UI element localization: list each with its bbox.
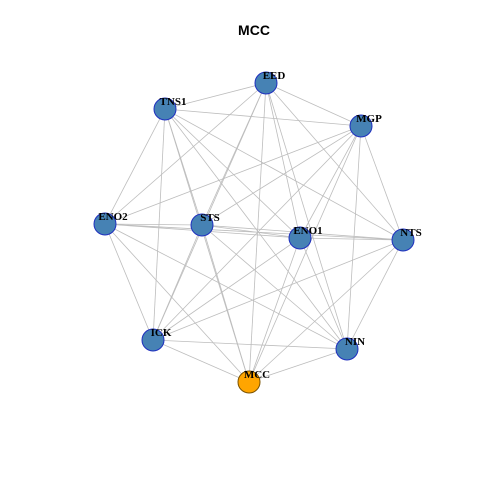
node-label-eno2: ENO2 (98, 211, 128, 223)
node-label-mcc: MCC (244, 369, 270, 381)
edge-mgp-eno2 (104, 125, 362, 225)
edge-mgp-ick (152, 125, 362, 341)
node-mgp[interactable] (349, 114, 373, 138)
nodes-layer (93, 71, 415, 394)
edge-sts-nin (201, 224, 348, 350)
node-ick[interactable] (141, 328, 165, 352)
edge-eno2-sts (104, 223, 203, 226)
edge-eno2-mcc (104, 223, 250, 383)
edge-eno2-nin (104, 223, 348, 350)
edge-mgp-mcc (248, 125, 362, 383)
edge-eno2-ick (104, 223, 154, 341)
edge-eno1-nts (299, 237, 404, 241)
edge-eno1-mcc (248, 237, 301, 383)
edge-nts-mcc (248, 239, 404, 383)
node-mcc[interactable] (237, 370, 261, 394)
node-nin[interactable] (335, 337, 359, 361)
edge-sts-eno1 (201, 224, 301, 239)
edge-nts-nin (346, 239, 404, 350)
edge-eed-nin (265, 82, 348, 350)
node-label-eed: EED (263, 70, 286, 82)
node-label-tns1: TNS1 (160, 96, 187, 108)
edge-mgp-nts (360, 125, 404, 241)
edge-tns1-mgp (164, 108, 362, 127)
edge-ick-nin (152, 339, 348, 350)
edge-sts-ick (152, 224, 203, 341)
edge-eno1-nin (299, 237, 348, 350)
edge-eed-nts (265, 82, 404, 241)
node-eno1[interactable] (288, 226, 312, 250)
edge-tns1-nts (164, 108, 404, 241)
edge-sts-mcc (201, 224, 250, 383)
node-tns1[interactable] (153, 97, 177, 121)
node-label-sts: STS (200, 212, 220, 224)
edge-eed-eno2 (104, 82, 267, 225)
edge-eed-eno1 (265, 82, 301, 239)
edges-layer (104, 82, 404, 383)
node-label-eno1: ENO1 (293, 225, 322, 237)
node-label-nts: NTS (400, 227, 421, 239)
node-label-nin: NIN (345, 336, 365, 348)
edge-eed-tns1 (164, 82, 267, 110)
node-label-mgp: MGP (356, 113, 382, 125)
chart-title: MCC (238, 22, 270, 38)
edge-tns1-eno2 (104, 108, 166, 225)
edge-eno1-ick (152, 237, 301, 341)
node-sts[interactable] (190, 213, 214, 237)
node-eed[interactable] (254, 71, 278, 95)
node-label-ick: ICK (151, 327, 172, 339)
edge-tns1-eno1 (164, 108, 301, 239)
edge-mgp-sts (201, 125, 362, 226)
node-eno2[interactable] (93, 212, 117, 236)
edge-nts-ick (152, 239, 404, 341)
edge-mgp-eno1 (299, 125, 362, 239)
edge-eed-mgp (265, 82, 362, 127)
node-nts[interactable] (391, 228, 415, 252)
edge-ick-mcc (152, 339, 250, 383)
edge-nin-mcc (248, 348, 348, 383)
